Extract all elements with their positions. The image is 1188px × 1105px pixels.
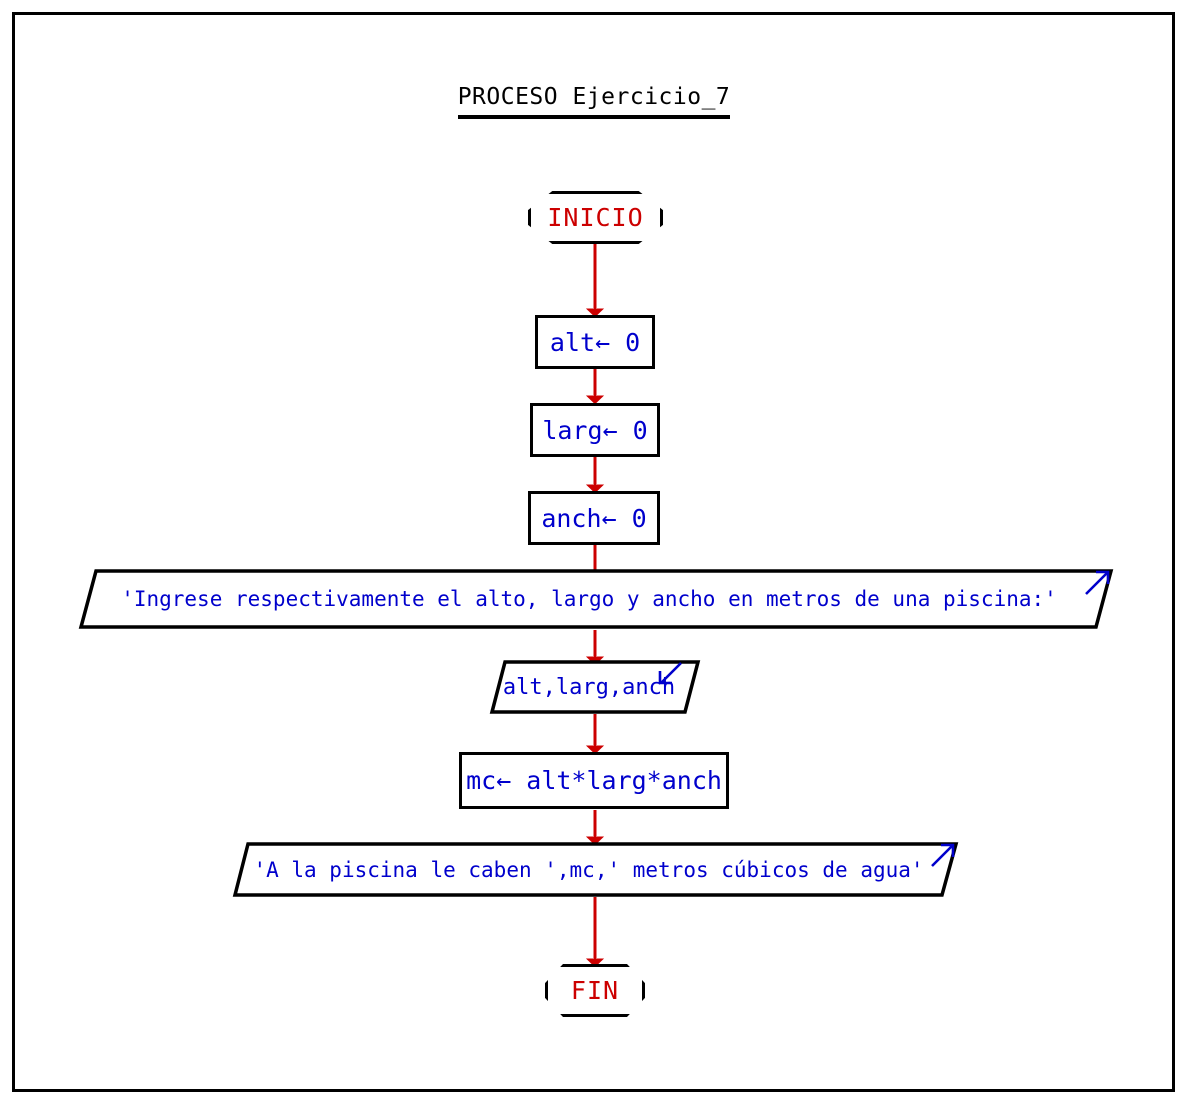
node-larg-label: larg← 0 xyxy=(542,415,648,445)
arrow-up-right-icon xyxy=(1085,570,1110,595)
node-alt-assign[interactable]: alt← 0 xyxy=(535,315,655,369)
node-larg-assign[interactable]: larg← 0 xyxy=(530,403,660,457)
page-title: PROCESO Ejercicio_7 xyxy=(457,84,731,119)
node-fin[interactable]: FIN xyxy=(545,964,645,1017)
arrow-down-left-icon xyxy=(658,662,682,685)
diagram-title: PROCESO Ejercicio_7 xyxy=(0,84,1188,119)
diagram-frame xyxy=(12,12,1175,1092)
node-escribir-prompt-label: 'Ingrese respectivamente el alto, largo … xyxy=(121,587,1057,611)
node-mc-assign[interactable]: mc← alt*larg*anch xyxy=(459,752,729,809)
output-parallelogram-2 xyxy=(232,841,959,898)
node-inicio-label: INICIO xyxy=(547,203,644,232)
input-parallelogram xyxy=(489,659,701,715)
node-anch-label: anch← 0 xyxy=(541,503,647,533)
node-escribir-result-label: 'A la piscina le caben ',mc,' metros cúb… xyxy=(253,857,924,882)
node-fin-label: FIN xyxy=(570,976,620,1005)
arrow-up-right-icon xyxy=(931,843,955,867)
node-leer-input-label: alt,larg,anch xyxy=(502,674,676,700)
node-escribir-result[interactable]: 'A la piscina le caben ',mc,' metros cúb… xyxy=(232,841,959,898)
node-alt-label: alt← 0 xyxy=(549,327,641,357)
node-mc-label: mc← alt*larg*anch xyxy=(466,766,722,795)
output-parallelogram-1 xyxy=(78,568,1114,630)
node-inicio[interactable]: INICIO xyxy=(528,191,663,244)
node-anch-assign[interactable]: anch← 0 xyxy=(528,491,660,545)
node-leer-input[interactable]: alt,larg,anch xyxy=(489,659,701,715)
node-escribir-prompt[interactable]: 'Ingrese respectivamente el alto, largo … xyxy=(78,568,1114,630)
